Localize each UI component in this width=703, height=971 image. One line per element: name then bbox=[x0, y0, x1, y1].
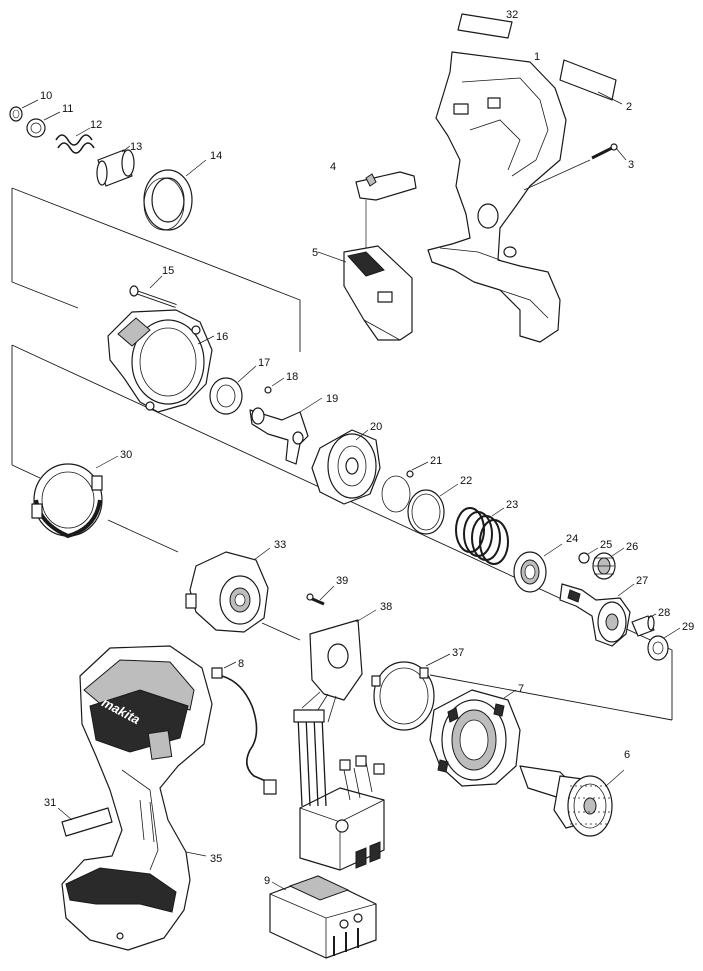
part-37-insulator bbox=[371, 661, 435, 731]
part-9-controller bbox=[293, 709, 385, 871]
part-18-ball bbox=[264, 386, 272, 394]
part-16-hammer-case bbox=[107, 309, 213, 413]
callout-20: 20 bbox=[370, 421, 382, 433]
callout-27: 27 bbox=[636, 575, 648, 587]
part-21-ring bbox=[381, 470, 414, 513]
part-27-spindle bbox=[559, 583, 631, 647]
callout-21: 21 bbox=[430, 455, 442, 467]
callout-33: 33 bbox=[274, 539, 286, 551]
part-38-sensor-board bbox=[301, 619, 363, 723]
callout-12: 12 bbox=[90, 119, 102, 131]
part-3-screw bbox=[591, 143, 618, 160]
callout-1: 1 bbox=[534, 51, 540, 63]
callout-labels: 1 2 3 4 5 6 7 8 9 10 11 12 13 14 15 16 1… bbox=[40, 9, 694, 887]
part-7-stator bbox=[429, 689, 521, 787]
assembly-guide-lines bbox=[11, 187, 673, 721]
part-23-spring bbox=[455, 507, 509, 565]
callout-9: 9 bbox=[264, 875, 270, 887]
callout-30: 30 bbox=[120, 449, 132, 461]
part-2-label bbox=[559, 59, 617, 101]
part-1-housing bbox=[427, 51, 567, 343]
callout-11: 11 bbox=[62, 103, 73, 115]
callout-26: 26 bbox=[626, 541, 638, 553]
part-30-bumper-ring bbox=[31, 463, 103, 539]
callout-29: 29 bbox=[682, 621, 694, 633]
part-20-hammer bbox=[311, 429, 381, 505]
callout-23: 23 bbox=[506, 499, 518, 511]
part-14-cover-ring bbox=[143, 169, 193, 231]
callout-22: 22 bbox=[460, 475, 472, 487]
callout-5: 5 bbox=[312, 247, 318, 259]
part-26-gear bbox=[592, 552, 616, 580]
callout-15: 15 bbox=[162, 265, 174, 277]
part-15-bolt bbox=[129, 285, 177, 308]
part-9-terminal bbox=[269, 875, 377, 959]
part-6-rotor bbox=[519, 765, 613, 837]
callout-16: 16 bbox=[216, 331, 228, 343]
part-10-ring bbox=[9, 106, 23, 122]
callout-19: 19 bbox=[326, 393, 338, 405]
callout-7: 7 bbox=[518, 683, 524, 695]
part-4-switch-lever bbox=[355, 171, 417, 201]
part-32-label bbox=[457, 13, 513, 39]
callout-3: 3 bbox=[628, 159, 634, 171]
callout-14: 14 bbox=[210, 150, 222, 162]
part-25-ball bbox=[578, 552, 590, 564]
callout-6: 6 bbox=[624, 749, 630, 761]
callout-17: 17 bbox=[258, 357, 270, 369]
callout-18: 18 bbox=[286, 371, 298, 383]
part-11-washer bbox=[26, 118, 46, 138]
part-17-washer bbox=[209, 377, 243, 415]
callout-10: 10 bbox=[40, 90, 52, 102]
callout-38: 38 bbox=[380, 601, 392, 613]
part-8-lead-wire bbox=[211, 667, 277, 795]
part-12-spring bbox=[55, 134, 95, 154]
part-22-ring bbox=[407, 489, 445, 535]
part-24-washer bbox=[513, 551, 547, 593]
part-31-label bbox=[61, 807, 113, 837]
callout-37: 37 bbox=[452, 647, 464, 659]
callout-39: 39 bbox=[336, 575, 348, 587]
callout-35: 35 bbox=[210, 853, 222, 865]
callout-4: 4 bbox=[330, 161, 336, 173]
callout-2: 2 bbox=[626, 101, 632, 113]
part-35-housing bbox=[61, 645, 213, 951]
part-5-switch bbox=[343, 245, 413, 341]
part-33-bearing-box bbox=[185, 551, 269, 633]
part-39-screw bbox=[306, 593, 325, 606]
part-13-sleeve bbox=[96, 149, 135, 187]
callout-13: 13 bbox=[130, 141, 142, 153]
callout-32: 32 bbox=[506, 9, 518, 21]
callout-25: 25 bbox=[600, 539, 612, 551]
callout-31: 31 bbox=[44, 797, 56, 809]
callout-24: 24 bbox=[566, 533, 578, 545]
part-28-pin bbox=[631, 615, 655, 637]
callout-28: 28 bbox=[658, 607, 670, 619]
part-29-washer bbox=[647, 635, 669, 661]
part-19-anvil bbox=[249, 407, 309, 465]
callout-8: 8 bbox=[238, 658, 244, 670]
